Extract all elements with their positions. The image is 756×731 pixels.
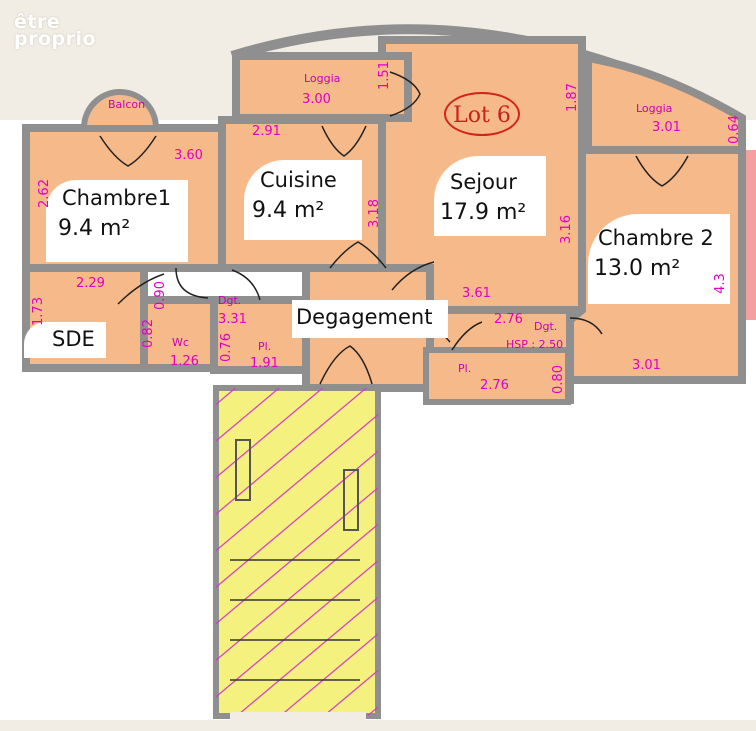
dgt-left-label: Dgt. [218, 294, 242, 307]
entry-door-icon [319, 345, 373, 385]
dim-loggia-right-width: 3.01 [652, 120, 681, 135]
loggia-left-door-icon [321, 125, 367, 157]
cuisine-door-icon [231, 269, 261, 301]
chambre1-area: 9.4 m² [58, 216, 131, 241]
dim-dgt-right-top: 2.76 [494, 312, 523, 327]
dim-chambre2-bottom: 3.01 [632, 358, 661, 373]
sejour-lower-door-icon [391, 261, 435, 291]
stairwell [213, 385, 381, 731]
dim-chambre1-side: 2.62 [36, 179, 52, 208]
dim-placard-left-bottom: 1.91 [250, 356, 279, 371]
stair-handrail-left [235, 439, 251, 501]
sejour-door-icon [389, 71, 421, 117]
dim-sde-side: 1.73 [30, 297, 46, 326]
chambre1-door-icon [175, 267, 209, 299]
label-sde: SDE [24, 322, 106, 358]
dim-wc-door: 0.90 [152, 281, 168, 310]
dim-balcon-width: 3.60 [174, 148, 203, 163]
degagement-door-icon [329, 241, 387, 269]
sde-door-icon [117, 273, 165, 305]
label-sejour: Sejour 17.9 m² [434, 156, 546, 236]
cuisine-name: Cuisine [260, 168, 337, 192]
dim-placard-right-bottom: 2.76 [480, 378, 509, 393]
dim-wc-bottom: 1.26 [170, 354, 199, 369]
stairwell-hatch [216, 388, 378, 716]
chambre2-door-icon [569, 317, 603, 335]
dim-placard-left-side: 0.76 [218, 333, 234, 362]
dim-dgt-left: 3.31 [218, 312, 247, 327]
balcon [80, 89, 160, 131]
stair-steps [230, 559, 360, 681]
dim-placard-right-side: 0.80 [550, 365, 566, 394]
cuisine-area: 9.4 m² [252, 198, 325, 223]
placard-left-label: Pl. [258, 340, 272, 353]
dim-loggia-left-width: 3.00 [302, 92, 331, 107]
dim-cuisine-side: 3.18 [366, 199, 382, 228]
label-cuisine: Cuisine 9.4 m² [244, 160, 362, 240]
sejour-name: Sejour [450, 170, 517, 194]
label-chambre1: Chambre1 9.4 m² [46, 180, 188, 262]
dim-loggia-left-depth: 1.51 [376, 61, 392, 90]
chambre1-name: Chambre1 [62, 186, 172, 210]
wc-label: Wc [172, 336, 189, 349]
dgt-right-label: Dgt. [534, 320, 558, 333]
watermark: être proprio [14, 11, 97, 50]
label-degagement: Degagement [292, 300, 448, 338]
watermark-line2: proprio [14, 28, 97, 50]
room-loggia-left [232, 52, 412, 122]
placard-right-door-icon [451, 321, 483, 351]
loggia-right-door-icon [635, 155, 689, 187]
dim-sejour-side: 3.16 [558, 215, 574, 244]
hsp-label: HSP : 2.50 [506, 338, 564, 351]
room-placard-left [210, 296, 310, 374]
dim-cuisine-top: 2.91 [252, 124, 281, 139]
dim-sejour-bottom: 3.61 [462, 286, 491, 301]
balcon-door-icon [99, 135, 157, 167]
chambre2-name: Chambre 2 [598, 226, 714, 250]
stair-bottom-gap [230, 712, 366, 731]
degagement-name: Degagement [296, 305, 433, 329]
sde-name: SDE [52, 327, 95, 351]
loggia-left-label: Loggia [304, 72, 341, 85]
dim-sejour-top-side: 1.87 [564, 83, 580, 112]
dim-sde-top: 2.29 [76, 276, 105, 291]
placard-right-label: Pl. [458, 362, 472, 375]
dim-loggia-right-depth: 0.64 [726, 115, 742, 144]
balcon-label: Balcon [108, 98, 146, 111]
room-loggia-right [584, 53, 746, 154]
room-placard-right [423, 347, 571, 405]
sejour-area: 17.9 m² [440, 200, 527, 225]
dim-chambre2-side: 4.3 [712, 273, 728, 294]
watermark-line1: être [14, 11, 61, 33]
dim-wc-side: 0.82 [140, 319, 156, 348]
loggia-right-label: Loggia [636, 102, 673, 115]
stair-handrail-right [343, 469, 359, 531]
label-chambre2: Chambre 2 13.0 m² [588, 214, 730, 304]
chambre2-area: 13.0 m² [594, 256, 681, 281]
lot-marker: Lot 6 [444, 92, 520, 136]
